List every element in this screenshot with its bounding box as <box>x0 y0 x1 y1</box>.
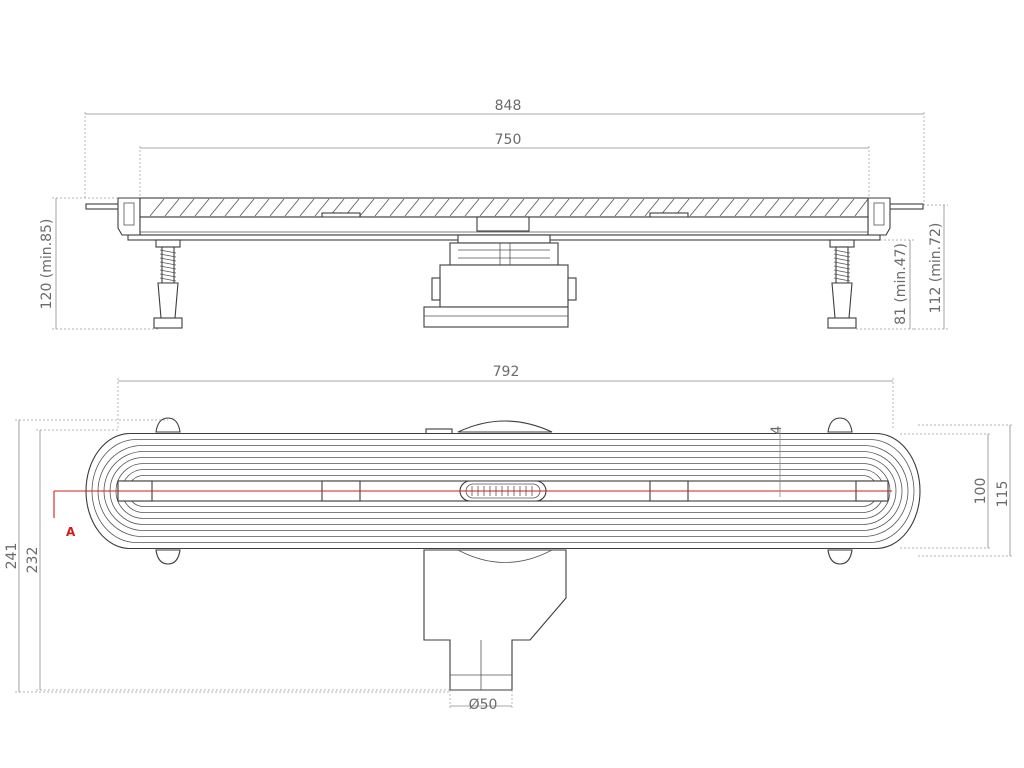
hatch-line <box>554 198 570 217</box>
spring-coil <box>833 277 851 282</box>
hatch-line <box>479 198 495 217</box>
hatch-line <box>254 198 270 217</box>
dim-flange-width: 241 <box>4 419 450 693</box>
dim-grate-length: 792 <box>117 364 894 430</box>
dim-outlet-diameter-label: Ø50 <box>469 697 498 713</box>
dim-overall-length-label: 848 <box>495 98 522 114</box>
hatch-line <box>239 198 255 217</box>
side-foot-left <box>153 239 183 329</box>
hatch-line <box>359 198 375 217</box>
hatch-line <box>389 198 405 217</box>
hatch-line <box>449 198 465 217</box>
hatch-line <box>824 198 840 217</box>
dim-channel-width: 100 <box>900 433 992 549</box>
hatch-line <box>854 198 869 217</box>
hatch-line <box>689 198 705 217</box>
spring-coil <box>159 253 177 258</box>
dim-foot-height: 81 (min.47) <box>856 239 914 330</box>
hatch-line <box>494 198 510 217</box>
dim-outlet-height: 112 (min.72) <box>914 204 948 330</box>
hatch-line <box>644 198 660 217</box>
dim-foot-height-label: 81 (min.47) <box>893 243 909 325</box>
dim-channel-length: 750 <box>139 132 870 198</box>
hatch-line <box>434 198 450 217</box>
side-grate <box>139 197 869 220</box>
side-view: 848 750 <box>39 98 948 330</box>
hatch-line <box>719 198 735 217</box>
hatch-line <box>314 198 330 217</box>
dim-total-height-label: 120 (min.85) <box>39 219 55 310</box>
side-foot-right <box>827 239 857 329</box>
hatch-line <box>224 198 240 217</box>
hatch-line <box>599 198 615 217</box>
hatch-line <box>404 198 420 217</box>
hatch-line <box>569 198 585 217</box>
hatch-line <box>734 198 750 217</box>
hatch-line <box>614 198 630 217</box>
spring-coil <box>833 261 851 266</box>
side-outlet <box>423 234 577 328</box>
hatch-line <box>779 198 795 217</box>
hatch-line <box>149 198 165 217</box>
dim-total-height: 120 (min.85) <box>39 197 160 330</box>
dim-flange-width-label: 241 <box>4 543 20 570</box>
spring-coil <box>833 257 851 262</box>
top-view: 792 <box>4 364 1014 713</box>
dim-overall-length: 848 <box>84 98 925 205</box>
spring-coil <box>833 249 851 254</box>
hatch-line <box>209 198 225 217</box>
dim-grate-length-label: 792 <box>493 364 520 380</box>
spring-coil <box>833 269 851 274</box>
hatch-line <box>584 198 600 217</box>
hatch-line <box>539 198 555 217</box>
hatch-line <box>299 198 315 217</box>
hatch-line <box>629 198 645 217</box>
spring-coil <box>159 273 177 278</box>
hatch-line <box>839 198 855 217</box>
hatch-line <box>164 198 180 217</box>
section-line-a: A <box>53 490 892 539</box>
hatch-line <box>524 198 540 217</box>
spring-coil <box>159 277 177 282</box>
dim-body-width-label: 232 <box>25 547 41 574</box>
spring-coil <box>159 269 177 274</box>
spring-coil <box>833 273 851 278</box>
hatch-line <box>269 198 285 217</box>
hatch-line <box>374 198 390 217</box>
hatch-line <box>509 198 525 217</box>
dim-channel-length-label: 750 <box>495 132 522 148</box>
dim-channel-width-label: 100 <box>973 478 989 505</box>
hatch-line <box>419 198 435 217</box>
dim-small-label: 4 <box>769 425 785 434</box>
hatch-line <box>794 198 810 217</box>
spring-coil <box>159 265 177 270</box>
hatch-line <box>704 198 720 217</box>
dim-outer-width: 115 <box>918 424 1014 557</box>
spring-coil <box>159 257 177 262</box>
section-marker-label: A <box>66 525 76 539</box>
dim-outlet-height-label: 112 (min.72) <box>928 223 944 314</box>
spring-coil <box>833 253 851 258</box>
dim-outlet-diameter: Ø50 <box>449 690 513 713</box>
hatch-line <box>464 198 480 217</box>
spring-coil <box>159 261 177 266</box>
side-flanges <box>85 197 924 236</box>
dim-body-width: 232 <box>25 429 450 691</box>
hatch-line <box>749 198 765 217</box>
hatch-line <box>179 198 195 217</box>
hatch-line <box>809 198 825 217</box>
spring-coil <box>833 265 851 270</box>
spring-coil <box>159 249 177 254</box>
hatch-line <box>284 198 300 217</box>
dim-small: 4 <box>769 425 785 497</box>
dim-outer-width-label: 115 <box>995 481 1011 508</box>
hatch-line <box>194 198 210 217</box>
hatch-line <box>764 198 780 217</box>
